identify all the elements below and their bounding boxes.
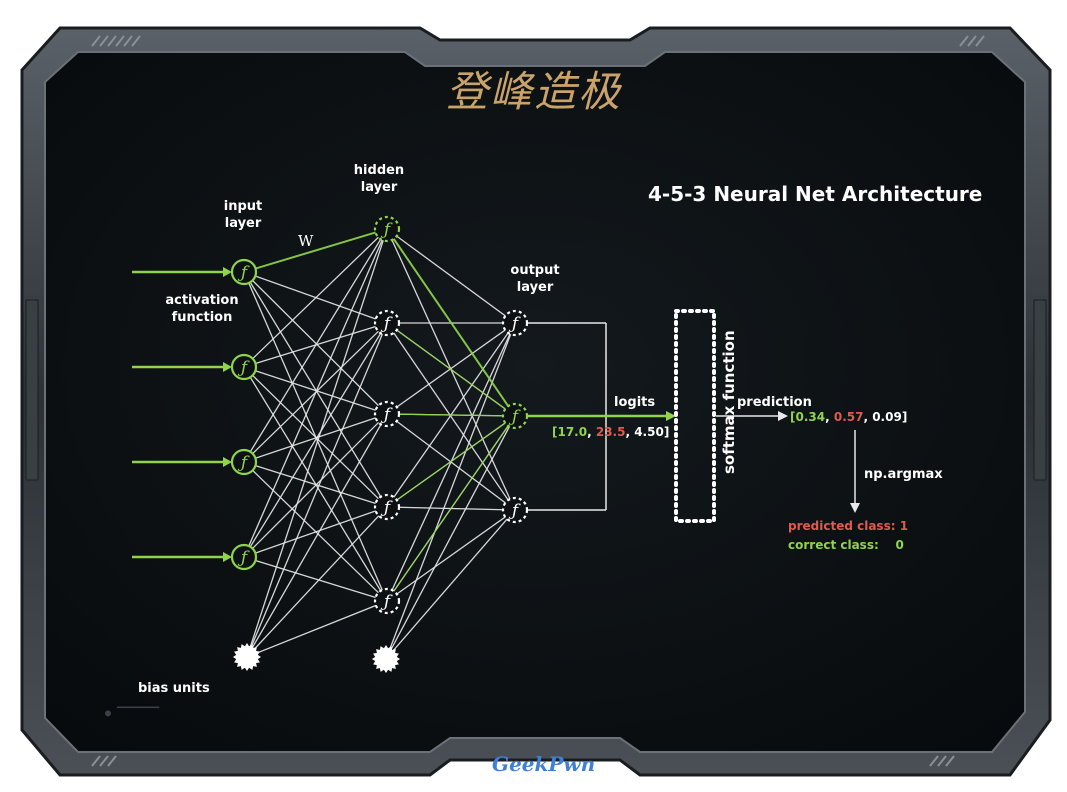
- prediction-arrowhead: [778, 411, 788, 421]
- left-side-bracket: [25, 299, 39, 481]
- input-neuron: [230, 258, 258, 286]
- bias-unit-input: [233, 643, 261, 671]
- weight-label: W: [298, 232, 314, 250]
- connection-input-hidden: [246, 600, 388, 658]
- output-neuron: [501, 496, 529, 524]
- highlight-connection: [386, 228, 516, 417]
- connection-input-hidden: [243, 506, 388, 558]
- input-neuron: [230, 543, 258, 571]
- connection-input-hidden: [243, 228, 388, 558]
- hidden-neuron-glyph: ƒ: [380, 498, 393, 518]
- predicted-class: predicted class: 1: [788, 519, 909, 533]
- highlight-connection: [386, 415, 516, 508]
- bottom-logo: GeekPwn: [492, 752, 596, 776]
- connection-input-hidden: [243, 413, 388, 558]
- logits-label: logits: [614, 395, 656, 410]
- highlight-connection: [386, 413, 516, 417]
- connection-input-hidden: [246, 413, 388, 658]
- connection-input-hidden: [243, 271, 388, 508]
- connection-input-hidden: [246, 506, 388, 658]
- connection-input-hidden: [246, 228, 388, 658]
- input-arrowhead: [223, 552, 232, 562]
- connection-hidden-output: [386, 322, 516, 415]
- hidden-neuron-glyph: ƒ: [380, 314, 393, 334]
- hidden-neuron: [373, 493, 401, 521]
- hidden-neuron-glyph: ƒ: [380, 405, 393, 425]
- connection-hidden-output: [386, 509, 516, 602]
- prediction-label: prediction: [737, 395, 812, 410]
- input-neuron-glyph: ƒ: [237, 453, 250, 473]
- connection-input-hidden: [243, 556, 388, 602]
- prob-1: 0.57: [833, 410, 864, 424]
- bias-unit-hidden: [372, 645, 400, 673]
- logit-0: 17.0: [557, 425, 588, 439]
- logit-2: 4.50: [634, 425, 664, 439]
- prediction-values: [0.34, 0.57, 0.09]: [790, 410, 908, 424]
- prob-2: 0.09: [872, 410, 902, 424]
- background-faint-text: ● ▔▔▔▔▔▔▔: [105, 708, 160, 719]
- highlight-connection: [386, 415, 516, 602]
- bias-units-label: bias units: [138, 681, 210, 696]
- hidden-neuron: [373, 309, 401, 337]
- connection-hidden-output: [385, 509, 516, 660]
- logits-values: [17.0, 23.5, 4.50]: [552, 425, 670, 439]
- top-logo: 登峰造极: [446, 67, 623, 116]
- connection-input-hidden: [243, 366, 388, 508]
- diagram-title: 4-5-3 Neural Net Architecture: [648, 182, 983, 206]
- neural-network: ƒ ƒ ƒ ƒ ƒ ƒ ƒ ƒ ƒ ƒ ƒ ƒ: [132, 215, 860, 673]
- input-arrowhead: [223, 267, 232, 277]
- output-neuron-glyph: ƒ: [508, 407, 521, 427]
- input-neuron-glyph: ƒ: [237, 548, 250, 568]
- softmax-box: [674, 309, 716, 523]
- input-neuron-glyph: ƒ: [237, 263, 250, 283]
- output-neuron-glyph: ƒ: [508, 501, 521, 521]
- highlight-connection: [386, 322, 516, 417]
- connection-input-hidden: [243, 322, 388, 558]
- input-neuron-glyph: ƒ: [237, 358, 250, 378]
- bezel-ridges: [91, 35, 985, 767]
- connection-input-hidden: [243, 413, 388, 463]
- highlight-connection: [243, 228, 388, 273]
- connection-input-hidden: [243, 366, 388, 415]
- input-arrowhead: [223, 457, 232, 467]
- input-arrowhead: [223, 362, 232, 372]
- argmax-arrowhead: [850, 503, 860, 513]
- output-neuron: [501, 309, 529, 337]
- right-side-bracket: [1033, 299, 1047, 481]
- argmax-label: np.argmax: [864, 467, 943, 482]
- input-neuron: [230, 448, 258, 476]
- softmax-function-label: softmax function: [720, 330, 738, 474]
- connection-input-hidden: [243, 271, 388, 415]
- connection-input-hidden: [243, 228, 388, 463]
- connection-hidden-output: [386, 322, 516, 511]
- correct-class: correct class: 0: [788, 538, 904, 552]
- connection-input-hidden: [243, 461, 388, 508]
- connection-input-hidden: [246, 322, 388, 658]
- hidden-neuron-glyph: ƒ: [380, 592, 393, 612]
- connection-input-hidden: [243, 228, 388, 368]
- hidden-neuron: [373, 215, 401, 243]
- connection-hidden-output: [385, 322, 516, 660]
- screen: [44, 51, 1026, 753]
- hidden-neuron: [373, 400, 401, 428]
- logits-arrowhead: [666, 411, 676, 421]
- connection-hidden-output: [386, 228, 516, 324]
- output-neuron: [501, 402, 529, 430]
- input-neuron: [230, 353, 258, 381]
- hidden-neuron-glyph: ƒ: [380, 220, 393, 240]
- logit-1: 23.5: [595, 425, 626, 439]
- connection-hidden-output: [385, 415, 516, 660]
- output-neuron-glyph: ƒ: [508, 314, 521, 334]
- hidden-neuron: [373, 587, 401, 615]
- prob-0: 0.34: [795, 410, 826, 424]
